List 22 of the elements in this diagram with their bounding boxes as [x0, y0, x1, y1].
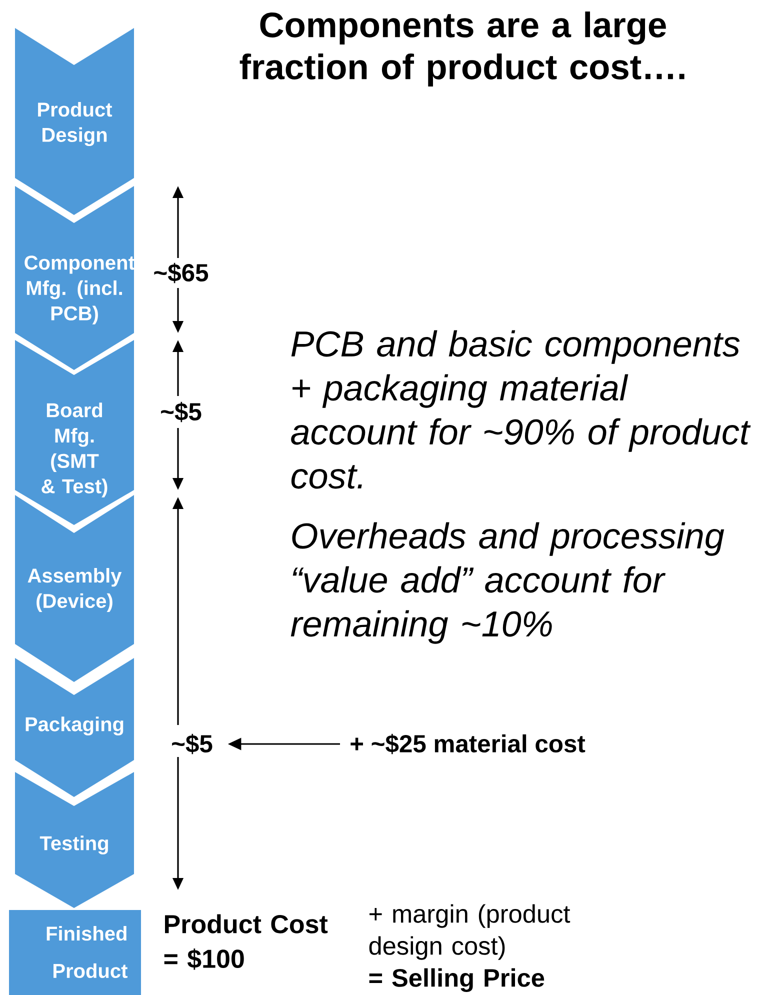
node-label: Component Mfg. (incl. PCB) [24, 256, 135, 324]
cost-label: + ~$25 material cost [350, 734, 586, 754]
node-label: Board Mfg. (SMT & Test) [42, 402, 108, 498]
node-label: Product Design [38, 102, 112, 146]
title: Components are a large fraction of product cost…. [240, 12, 684, 86]
node-label: Packaging [26, 716, 124, 736]
dimension-label: ~$65 [154, 262, 208, 284]
total-label: Product Cost = $100 [164, 914, 328, 970]
process-step: Product Design [15, 28, 134, 215]
dimension-label: ~$5 [161, 402, 202, 422]
process-box: Finished Product [9, 910, 141, 995]
note-paragraph: Overheads and processing “value add” account for remaining ~10% [290, 522, 724, 644]
process-step: Board Mfg. (SMT & Test) [15, 340, 134, 525]
node-label: Testing [40, 836, 108, 854]
note-paragraph: PCB and basic components + packaging material account for ~90% of product cost. [291, 330, 751, 489]
node-label: Assembly (Device) [28, 568, 122, 612]
cost-label: ~$5 [172, 734, 212, 754]
note-paragraph: + margin (product design cost) [369, 904, 570, 960]
process-step: Packaging [15, 658, 134, 797]
process-step: Testing [15, 772, 134, 908]
price-label: = Selling Price [369, 968, 544, 992]
process-step: Component Mfg. (incl. PCB) [15, 186, 135, 370]
